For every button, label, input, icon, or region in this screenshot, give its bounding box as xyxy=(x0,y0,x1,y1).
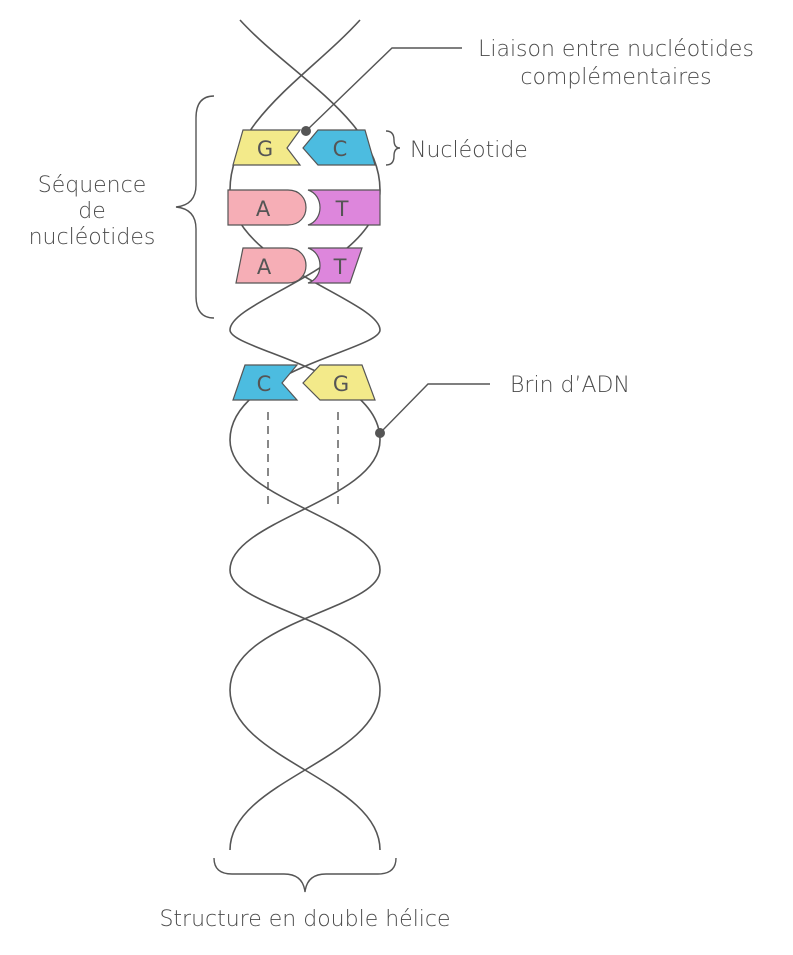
callout-liaison: Liaison entre nucléotides complémentaire… xyxy=(301,37,754,136)
base-letter: C xyxy=(333,137,348,161)
callout-dot xyxy=(301,126,311,136)
label-brin: Brin d’ADN xyxy=(510,373,630,398)
callout-line xyxy=(379,383,490,434)
callout-structure: Structure en double hélice xyxy=(159,857,451,932)
callout-sequence: Séquence de nucléotides xyxy=(29,95,215,319)
label-sequence-line3: nucléotides xyxy=(29,225,156,250)
nucleotide-A xyxy=(235,247,307,284)
label-sequence-line2: de xyxy=(78,199,106,224)
nucleotide-G xyxy=(302,364,376,401)
base-pair-3: A T xyxy=(235,247,363,284)
base-letter: A xyxy=(257,255,272,279)
base-letter: C xyxy=(257,372,272,396)
brace-bottom xyxy=(213,857,397,893)
brace-small xyxy=(385,130,401,166)
nucleotide-T xyxy=(307,189,381,226)
base-pair-2: A T xyxy=(227,189,381,226)
label-structure: Structure en double hélice xyxy=(159,907,450,932)
nucleotide-T xyxy=(307,247,363,284)
base-letter: A xyxy=(256,197,271,221)
nucleotide-C xyxy=(232,364,299,401)
base-letter: T xyxy=(333,255,347,279)
callout-nucleotide: Nucléotide xyxy=(385,130,528,166)
brace-left xyxy=(175,95,215,319)
nucleotide-A xyxy=(227,189,307,226)
base-pair-1: G C xyxy=(232,129,376,166)
callout-brin: Brin d’ADN xyxy=(375,373,630,438)
base-pair-4: C G xyxy=(232,364,376,401)
label-sequence-line1: Séquence xyxy=(38,173,147,198)
nucleotide-C xyxy=(302,129,376,166)
callout-line xyxy=(305,47,462,132)
base-letter: G xyxy=(257,137,273,161)
base-letter: T xyxy=(335,197,349,221)
base-letter: G xyxy=(333,372,349,396)
callout-dot xyxy=(375,428,385,438)
nucleotide-G xyxy=(232,129,302,166)
label-liaison-line1: Liaison entre nucléotides xyxy=(478,37,754,62)
label-liaison-line2: complémentaires xyxy=(520,65,711,90)
label-nucleotide: Nucléotide xyxy=(410,138,528,163)
